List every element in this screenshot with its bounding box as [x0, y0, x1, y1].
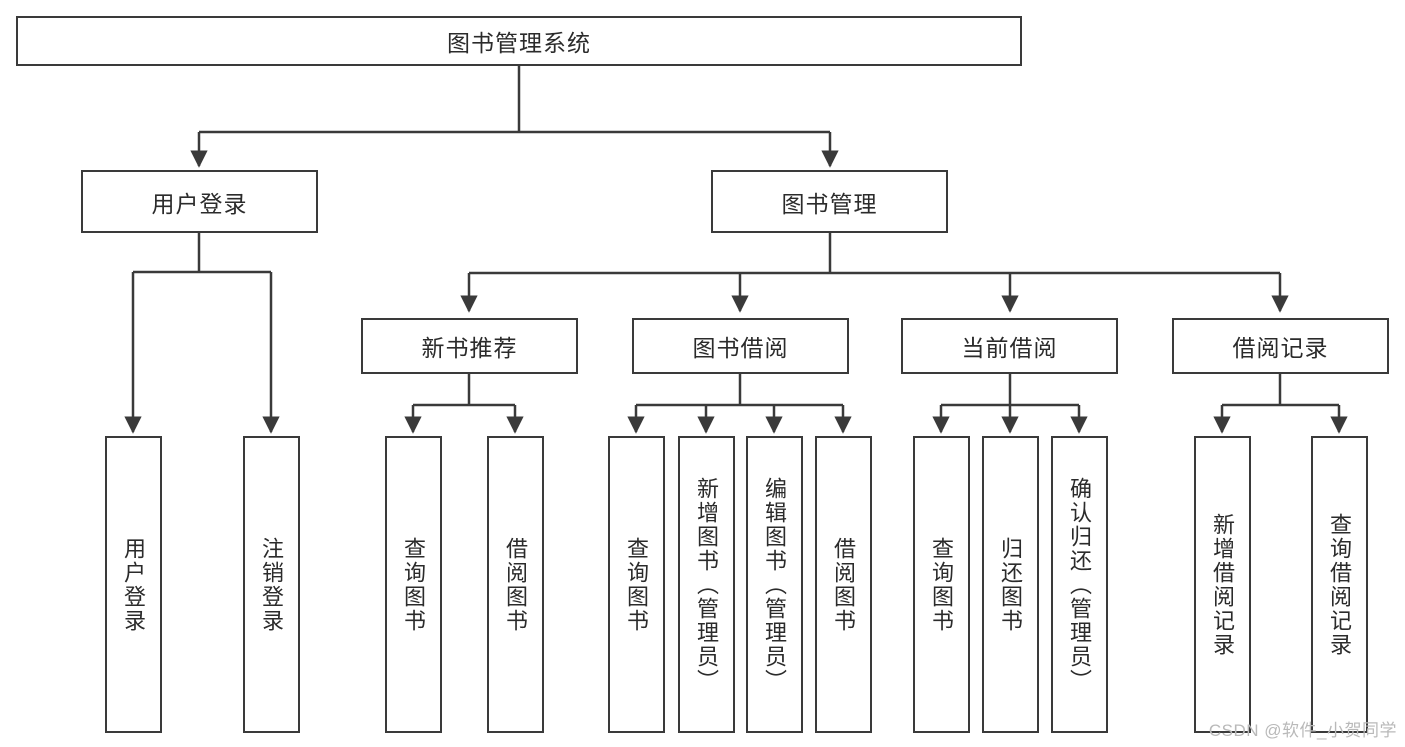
node-book-borrow[interactable]: 图书借阅 — [632, 318, 849, 374]
leaf-current-confirm-return-admin[interactable]: 确认归还（管理员） — [1051, 436, 1108, 733]
leaf-current-query-book[interactable]: 查询图书 — [913, 436, 970, 733]
node-current-borrow[interactable]: 当前借阅 — [901, 318, 1118, 374]
node-borrow-record[interactable]: 借阅记录 — [1172, 318, 1389, 374]
leaf-user-login-login[interactable]: 用户登录 — [105, 436, 162, 733]
leaf-borrow-query-book[interactable]: 查询图书 — [608, 436, 665, 733]
node-label: 查询图书 — [401, 536, 427, 633]
leaf-current-return-book[interactable]: 归还图书 — [982, 436, 1039, 733]
node-label: 注销登录 — [259, 536, 285, 633]
node-label: 新增图书（管理员） — [694, 476, 720, 693]
leaf-record-add-record[interactable]: 新增借阅记录 — [1194, 436, 1251, 733]
node-root-book-management-system[interactable]: 图书管理系统 — [16, 16, 1022, 66]
leaf-user-login-logout[interactable]: 注销登录 — [243, 436, 300, 733]
node-label: 用户登录 — [151, 190, 248, 217]
node-label: 查询借阅记录 — [1327, 512, 1353, 657]
leaf-new-book-query[interactable]: 查询图书 — [385, 436, 442, 733]
node-book-management[interactable]: 图书管理 — [711, 170, 948, 233]
leaf-borrow-edit-book-admin[interactable]: 编辑图书（管理员） — [746, 436, 803, 733]
leaf-borrow-add-book-admin[interactable]: 新增图书（管理员） — [678, 436, 735, 733]
leaf-record-query-record[interactable]: 查询借阅记录 — [1311, 436, 1368, 733]
node-label: 图书管理系统 — [447, 30, 591, 56]
node-label: 查询图书 — [624, 536, 650, 633]
node-new-book-recommend[interactable]: 新书推荐 — [361, 318, 578, 374]
node-label: 图书管理 — [781, 190, 878, 217]
node-label: 查询图书 — [929, 536, 955, 633]
leaf-new-book-borrow[interactable]: 借阅图书 — [487, 436, 544, 733]
node-label: 借阅记录 — [1232, 335, 1329, 361]
node-label: 当前借阅 — [961, 335, 1058, 361]
node-label: 编辑图书（管理员） — [762, 476, 788, 693]
node-label: 新书推荐 — [421, 335, 518, 361]
node-label: 借阅图书 — [831, 536, 857, 633]
node-label: 确认归还（管理员） — [1067, 476, 1093, 693]
node-label: 新增借阅记录 — [1210, 512, 1236, 657]
node-label: 借阅图书 — [503, 536, 529, 633]
node-user-login[interactable]: 用户登录 — [81, 170, 318, 233]
node-label: 用户登录 — [121, 536, 147, 633]
leaf-borrow-borrow-book[interactable]: 借阅图书 — [815, 436, 872, 733]
node-label: 图书借阅 — [692, 335, 789, 361]
csdn-watermark: CSDN @软件_小贺同学 — [1208, 721, 1397, 740]
node-label: 归还图书 — [998, 536, 1024, 633]
